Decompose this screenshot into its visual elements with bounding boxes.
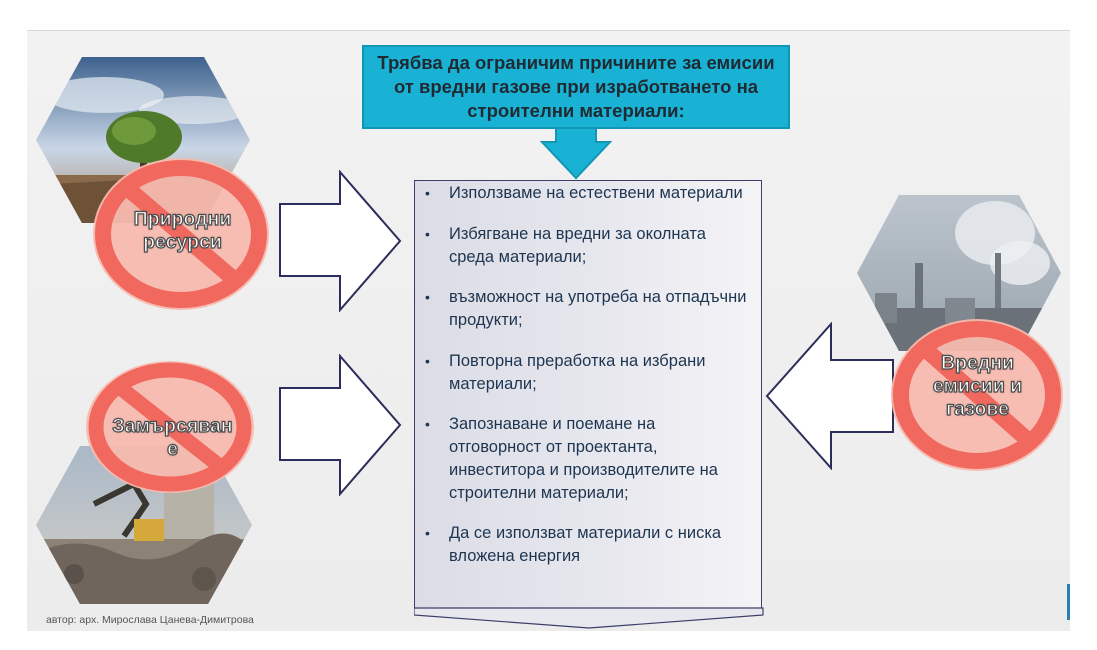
list-item: Запознаване и поемане на отговорност от … [425,413,747,505]
list-item: възможност на употреба на отпадъчни прод… [425,286,747,332]
ban-sign-icon [86,361,254,493]
list-item: Използваме на естествени материали [425,182,747,205]
list-item: Повторна преработка на избрани материали… [425,350,747,396]
callout-text: Трябва да ограничим причините за емисии … [377,52,775,121]
ban-sign-icon [891,319,1063,471]
ban-sign-icon [93,158,269,310]
ban-label-pollution: Замърсяване [112,414,233,460]
author-credit: автор: арх. Мирослава Цанева-Димитрова [46,614,254,626]
edge-marker [1067,584,1070,620]
right-arrow-top [279,170,402,312]
list-item: Да се използват материали с ниска вложен… [425,522,747,568]
factory-emissions-image [857,195,1061,351]
measures-list-box: Използваме на естествени материали Избяг… [414,180,762,610]
top-margin [0,0,1097,30]
list-item: Избягване на вредни за околната среда ма… [425,223,747,269]
measures-list: Използваме на естествени материали Избяг… [415,182,761,568]
list-box-bottom-chevron [414,607,764,629]
ban-label-emissions: Вредни емисии и газове [932,351,1023,420]
right-arrow-bottom [279,354,402,496]
callout-box: Трябва да ограничим причините за емисии … [362,45,790,129]
left-arrow [765,322,894,470]
ban-label-natural-resources: Природни ресурси [133,207,232,253]
demolition-image [36,446,252,604]
callout-down-arrow [540,128,612,180]
